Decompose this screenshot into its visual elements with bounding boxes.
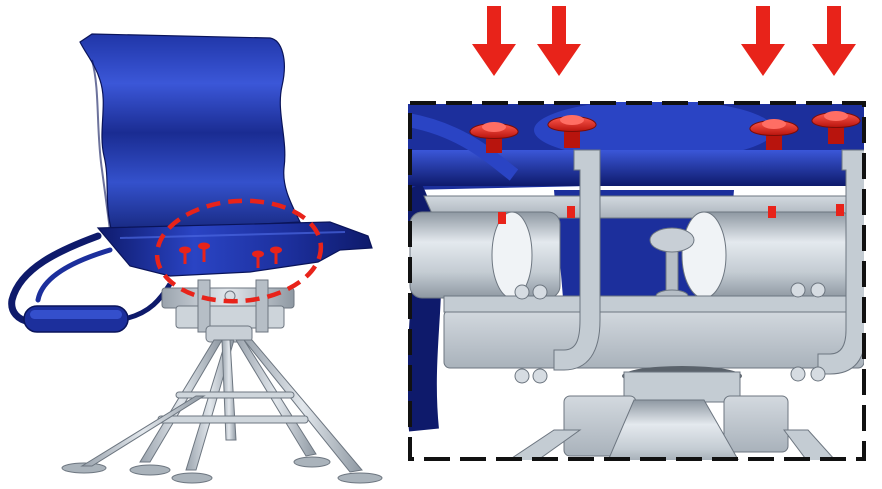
down-arrow-icon (537, 6, 581, 76)
down-arrow-icon (741, 6, 785, 76)
highlight-ellipse (154, 198, 324, 304)
tripod (61, 325, 383, 484)
tripod-head (508, 366, 836, 460)
down-arrow-icon (812, 6, 856, 76)
knob-icon-group (179, 242, 282, 268)
mount-bracket (161, 279, 295, 333)
clamp-block (443, 309, 864, 369)
knob-icon (811, 111, 861, 144)
arrow-group (472, 6, 856, 76)
knob-icon (547, 115, 597, 148)
detail-zoom-view (404, 0, 882, 489)
seat-assembly-drawing (8, 33, 383, 484)
knob-group (469, 111, 861, 153)
seat-strap (8, 232, 102, 326)
knob-icon (749, 119, 799, 150)
seat-assembly-view (0, 0, 400, 489)
seat-backrest (79, 33, 301, 233)
knob-icon (469, 122, 519, 153)
seat-pan (96, 221, 373, 277)
detail-drawing (408, 6, 866, 461)
pipe-clamp (409, 211, 853, 299)
seat-rail (408, 150, 864, 186)
detail-frame (408, 101, 866, 461)
down-arrow-icon (472, 6, 516, 76)
u-bracket (553, 149, 864, 375)
